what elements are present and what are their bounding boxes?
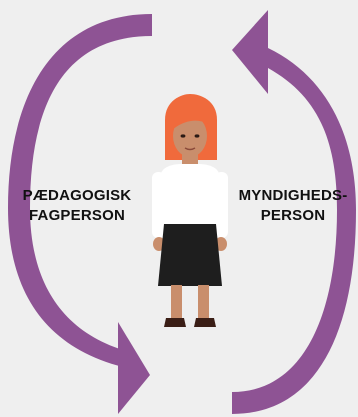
figure-right-shoe (194, 318, 216, 327)
figure-mouth (184, 147, 196, 151)
right-arrow-head (232, 10, 268, 94)
left-role-label: PÆDAGOGISK FAGPERSON (10, 186, 144, 226)
right-role-label: MYNDIGHEDS- PERSON (226, 186, 358, 226)
figure-face (173, 115, 207, 157)
curved-arrow-up-icon (232, 10, 356, 414)
left-arrow-shaft (8, 14, 152, 367)
left-arrow-head (118, 322, 150, 414)
figure-right-eye (194, 134, 200, 138)
woman-figure-icon (152, 94, 228, 327)
right-role-line1: MYNDIGHEDS- (238, 187, 348, 204)
left-role-line1: PÆDAGOGISK (22, 187, 132, 204)
figure-left-eye (180, 134, 186, 138)
right-role-line2: PERSON (260, 207, 326, 224)
curved-arrow-down-icon (8, 14, 152, 414)
right-arrow-shaft (232, 48, 356, 414)
left-role-line2: FAGPERSON (29, 207, 125, 224)
figure-blouse (160, 164, 220, 226)
figure-right-leg (198, 285, 209, 320)
figure-left-leg (171, 285, 182, 320)
figure-left-shoe (164, 318, 186, 327)
figure-skirt (158, 224, 222, 286)
figure-hair-fringe (172, 106, 208, 130)
